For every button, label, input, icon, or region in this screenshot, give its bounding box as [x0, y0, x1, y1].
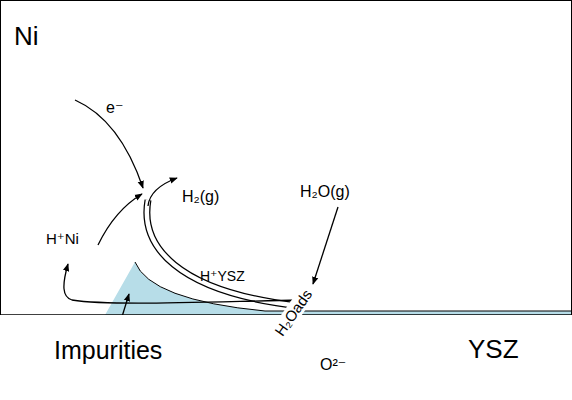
water-arrow — [313, 207, 338, 284]
proton-ni-arrow — [98, 194, 142, 245]
node-outline-path — [0, 0, 150, 315]
electron-label: e⁻ — [106, 99, 123, 117]
proton-label: H⁺Ni — [46, 230, 79, 247]
electron-arrow — [75, 100, 143, 188]
gas-label: H₂(g) — [182, 188, 219, 206]
proton-channel — [147, 200, 300, 306]
ion-label: O²⁻ — [320, 356, 346, 374]
gas-label: H₂O(g) — [300, 183, 350, 201]
ni-particle: Ni — [0, 0, 160, 315]
node-label: Ni — [14, 22, 39, 52]
impurities-label: Impurities — [54, 336, 162, 365]
impurity-outline — [135, 262, 572, 311]
proton-channel-outline — [147, 200, 300, 306]
node-label: YSZ — [468, 335, 519, 365]
proton-loop-arrow — [64, 264, 300, 303]
h2-arrow — [148, 178, 177, 206]
proton-label: H⁺YSZ — [200, 268, 245, 284]
